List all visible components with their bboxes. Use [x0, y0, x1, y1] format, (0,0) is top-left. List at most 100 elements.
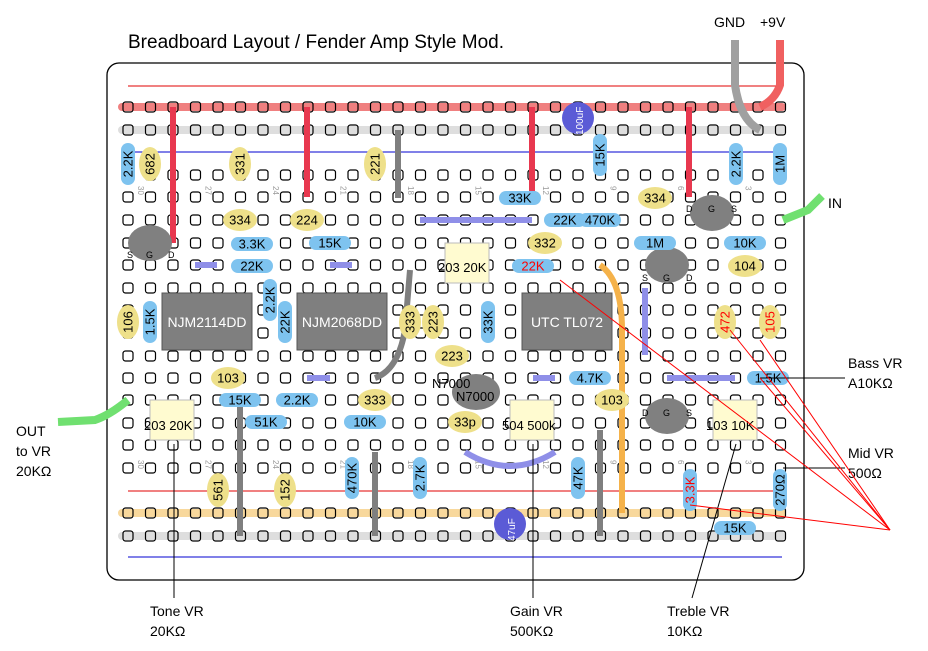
breadboard-hole: [414, 530, 427, 542]
column-number: 12: [541, 460, 550, 469]
treble-vr-value: 10KΩ: [667, 623, 702, 639]
breadboard-hole: [212, 439, 224, 451]
breadboard-hole: [617, 237, 629, 249]
breadboard-hole: [144, 530, 157, 542]
trimmer-label: 504 500k: [502, 418, 556, 433]
breadboard-hole: [639, 530, 652, 542]
breadboard-hole: [459, 101, 472, 113]
breadboard-hole: [302, 259, 314, 271]
breadboard-hole: [347, 530, 359, 542]
breadboard-hole: [459, 462, 472, 474]
breadboard-hole: [729, 462, 742, 474]
breadboard-hole: [167, 350, 179, 362]
breadboard-hole: [144, 282, 157, 294]
breadboard-hole: [414, 259, 427, 271]
breadboard-hole: [257, 124, 269, 136]
breadboard-hole: [122, 214, 134, 226]
resistor: [634, 236, 676, 250]
resistor: [544, 213, 586, 227]
pin-label: D: [168, 250, 175, 260]
jfet-q1: [128, 225, 172, 261]
pin-label: S: [642, 273, 648, 283]
breadboard-hole: [729, 124, 742, 136]
resistor-label: 22K: [278, 310, 293, 333]
breadboard-hole: [189, 530, 202, 542]
resistor-label: 22K: [521, 259, 544, 274]
breadboard-hole: [257, 530, 269, 542]
pin-label: S: [127, 250, 133, 260]
breadboard-hole: [369, 191, 382, 203]
breadboard-hole: [639, 507, 652, 519]
resistor-label: 1.5K: [143, 308, 158, 335]
breadboard-hole: [662, 214, 674, 226]
column-number: 27: [204, 460, 213, 469]
breadboard-hole: [122, 259, 134, 271]
breadboard-hole: [324, 350, 337, 362]
breadboard-hole: [752, 530, 764, 542]
breadboard-hole: [639, 214, 652, 226]
breadboard-hole: [617, 101, 629, 113]
breadboard-hole: [482, 507, 494, 519]
breadboard-hole: [572, 350, 584, 362]
n7000-label: N7000: [456, 389, 494, 404]
resistor: [231, 259, 273, 273]
resistor-label: 15K: [593, 143, 608, 166]
breadboard-hole: [662, 327, 674, 339]
resistor: [724, 236, 766, 250]
breadboard-hole: [302, 530, 314, 542]
resistor-label: 15K: [318, 236, 341, 251]
breadboard-hole: [662, 282, 674, 294]
breadboard-hole: [392, 530, 404, 542]
column-number: 12: [541, 186, 550, 195]
bass-vr-label: Bass VR: [848, 355, 902, 371]
external-labels: GND +9V IN OUT to VR 20KΩ Bass VR A10KΩ …: [16, 14, 902, 639]
breadboard-hole: [392, 417, 404, 429]
breadboard-hole: [279, 282, 292, 294]
treble-vr-label: Treble VR: [667, 603, 730, 619]
capacitor-label: 333: [364, 393, 386, 408]
breadboard-hole: [122, 191, 134, 203]
breadboard-hole: [369, 439, 382, 451]
resistor: [773, 469, 787, 511]
breadboard-hole: [122, 101, 134, 113]
breadboard-hole: [212, 101, 224, 113]
ceramic-capacitor: [358, 389, 392, 411]
pin-label: S: [686, 408, 692, 418]
capacitor-label: 106: [121, 311, 136, 333]
capacitor-label: 224: [296, 213, 318, 228]
capacitor-label: 103: [601, 393, 623, 408]
breadboard-hole: [482, 191, 494, 203]
ceramic-capacitor: [435, 345, 469, 367]
breadboard-hole: [122, 417, 134, 429]
ic-label: NJM2114DD: [167, 314, 246, 330]
resistor: [121, 143, 135, 185]
resistor-label: 2.2K: [121, 150, 136, 177]
resistor-label: 22K: [553, 213, 576, 228]
breadboard-hole: [437, 282, 449, 294]
breadboard-hole: [369, 350, 382, 362]
pin-label: G: [663, 408, 670, 418]
breadboard-hole: [122, 507, 134, 519]
breadboard-hole: [459, 124, 472, 136]
breadboard-hole: [392, 101, 404, 113]
resistor: [571, 457, 585, 499]
breadboard-hole: [752, 169, 764, 181]
breadboard-hole: [234, 191, 247, 203]
n7000-label: N7000: [432, 376, 470, 391]
breadboard-hole: [504, 282, 517, 294]
column-number: 18: [406, 460, 415, 469]
resistor-label: 51K: [254, 415, 277, 430]
breadboard-hole: [482, 169, 494, 181]
breadboard-hole: [684, 327, 697, 339]
trimmer-gain: [509, 399, 555, 441]
breadboard-hole: [324, 417, 337, 429]
breadboard-hole: [324, 394, 337, 406]
breadboard-hole: [324, 101, 337, 113]
breadboard-hole: [662, 304, 674, 316]
trimmer-label: 203 20K: [144, 418, 193, 433]
breadboard-hole: [414, 394, 427, 406]
breadboard-hole: [437, 169, 449, 181]
mid-vr-value: 500Ω: [848, 465, 882, 481]
breadboard-hole: [347, 191, 359, 203]
breadboard-hole: [707, 462, 719, 474]
